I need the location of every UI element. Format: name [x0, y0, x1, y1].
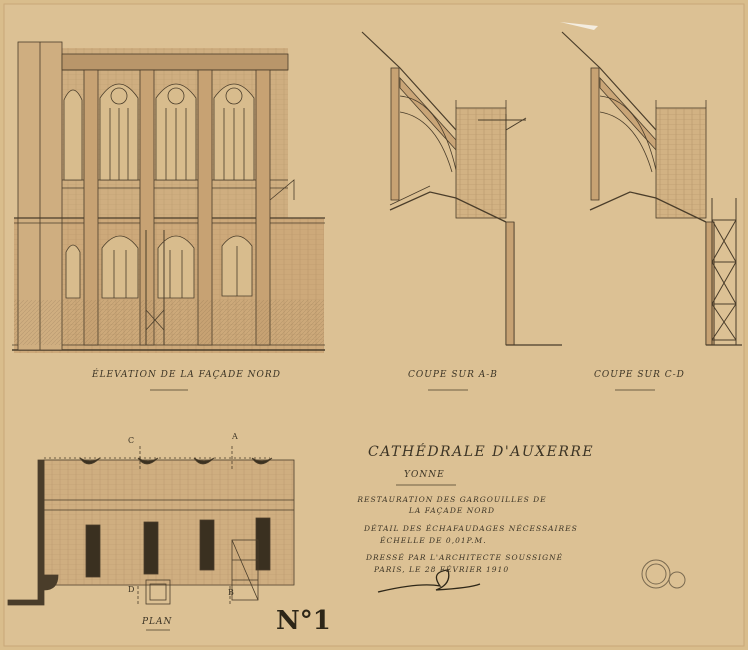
department-label: Yonne: [404, 470, 445, 480]
archive-stamp: [641, 559, 686, 589]
cathedral-title: Cathédrale d'Auxerre: [368, 444, 595, 460]
plan-drawing: [7, 446, 295, 606]
section-ab-drawing: [361, 31, 562, 346]
section-cd-drawing: [561, 31, 742, 346]
drawn-by-label: Dressé par l'Architecte soussigné: [366, 553, 564, 562]
section-mark-a: A: [232, 432, 239, 441]
plan-caption: Plan: [142, 617, 173, 627]
details-label: Détail des échafaudages nécessaires: [364, 524, 578, 533]
scale-label: Échelle de 0,01p.M.: [380, 536, 487, 545]
section-cd-caption: Coupe sur C-D: [594, 370, 685, 380]
project-description: Restauration des gargouilles de la façad…: [357, 495, 547, 515]
architect-signature: [377, 569, 481, 593]
caption-rules: [146, 389, 655, 631]
sheet-number: N°1: [276, 606, 331, 636]
paper-tear: [560, 22, 598, 30]
section-mark-b: B: [228, 588, 235, 597]
section-mark-c: C: [128, 436, 136, 445]
section-mark-d: D: [128, 585, 136, 594]
facade-elevation-drawing: [12, 41, 325, 353]
elevation-caption: Élevation de la façade nord: [92, 370, 281, 380]
section-ab-caption: Coupe sur A-B: [408, 370, 498, 380]
place-date-label: Paris, le 28 Février 1910: [374, 565, 510, 574]
